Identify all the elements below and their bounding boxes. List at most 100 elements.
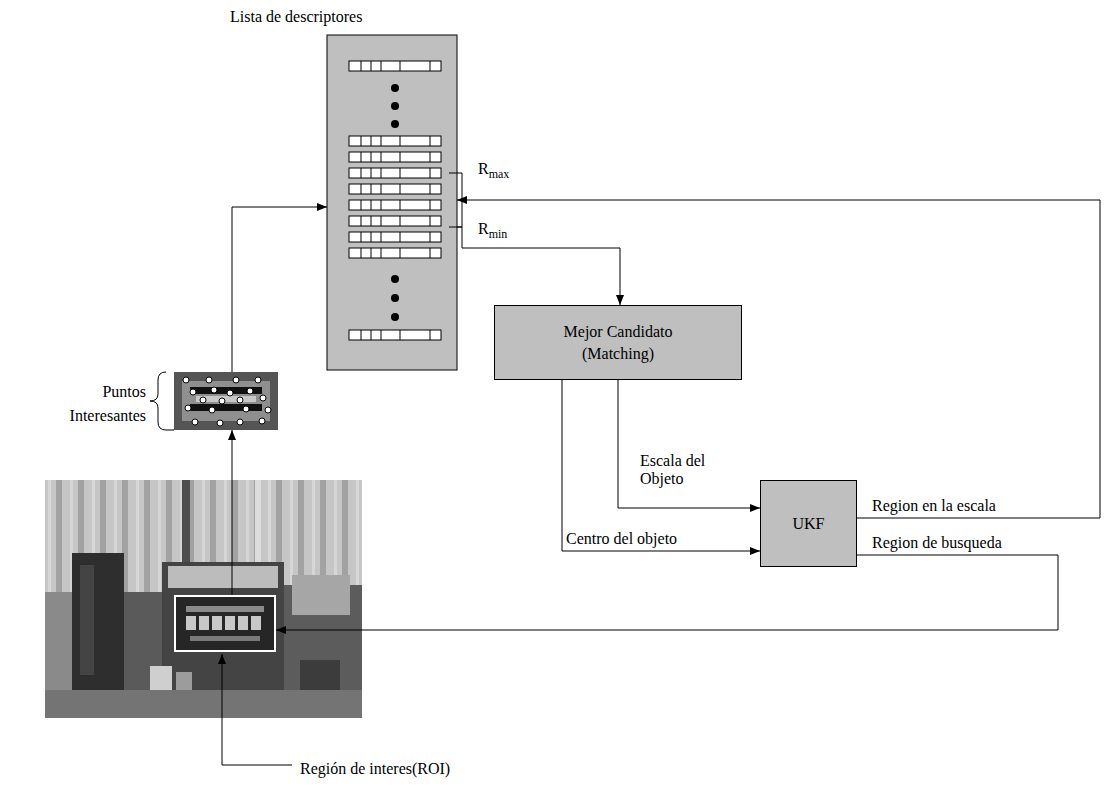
node-text: Puntos Interesantes [46, 380, 146, 428]
descriptor-row [371, 61, 372, 71]
interest-points [190, 389, 196, 395]
interest-points [247, 388, 253, 394]
camera-photo [190, 636, 260, 641]
flow-arrow [457, 227, 620, 305]
keypoint-thumbnail-image [190, 404, 262, 411]
process-box: Mejor Candidato (Matching) [494, 305, 742, 380]
keypoint-thumbnail-image [196, 396, 256, 402]
camera-photo [45, 690, 362, 718]
camera-photo [186, 606, 264, 612]
interest-points [192, 419, 198, 425]
ellipsis-dots [391, 275, 399, 283]
descriptor-rows [349, 216, 441, 226]
descriptor-rows [349, 200, 441, 210]
descriptor-list-panel [327, 35, 457, 370]
flow-arrow [457, 200, 1100, 518]
interest-points [200, 397, 206, 403]
ellipsis-dots [391, 84, 399, 92]
flow-arrow [562, 380, 760, 551]
camera-photo [199, 616, 209, 630]
edge-label: Region en la escala [872, 497, 996, 515]
brace [150, 372, 174, 430]
interest-points [185, 405, 191, 411]
ellipsis-dots [391, 84, 399, 321]
edge-label: Escala del Objeto [640, 452, 722, 488]
process-box: UKF [760, 480, 857, 567]
keypoint-thumbnail-image [190, 387, 262, 394]
interest-points [237, 397, 243, 403]
camera-photo [80, 565, 94, 675]
interest-points [219, 398, 225, 404]
interest-points [183, 377, 189, 383]
ellipsis-dots [391, 313, 399, 321]
keypoint-thumbnail: Puntos Interesantes [174, 372, 278, 430]
camera-photo [292, 575, 350, 615]
keypoint-thumbnail-image [174, 372, 278, 430]
interest-points [183, 377, 271, 426]
interest-points [259, 418, 265, 424]
descriptor-rows [349, 184, 441, 194]
flow-arrow [232, 430, 233, 595]
descriptor-row [400, 61, 401, 71]
camera-photo [238, 616, 248, 630]
interest-points [211, 387, 217, 393]
camera-photo [45, 480, 362, 718]
camera-photo [186, 616, 196, 630]
descriptor-row [430, 61, 431, 71]
descriptor-rows [349, 136, 441, 146]
descriptor-row [361, 61, 362, 71]
edge-label: Region de busqueda [872, 534, 1002, 552]
interest-points [260, 395, 266, 401]
ellipsis-dots [391, 120, 399, 128]
node-text: Mejor Candidato (Matching) [543, 321, 693, 365]
descriptor-rows [349, 168, 441, 178]
camera-photo [225, 616, 235, 630]
descriptor-rows [349, 232, 441, 242]
descriptor-row [381, 61, 382, 71]
camera-photo [212, 616, 222, 630]
edge-label: Centro del objeto [566, 530, 677, 548]
flow-arrow [276, 555, 1058, 630]
camera-photo [150, 666, 172, 690]
interest-points [233, 377, 239, 383]
ellipsis-dots [391, 102, 399, 110]
interest-points [255, 377, 261, 383]
camera-photo [251, 616, 261, 630]
range-label: Rmin [478, 220, 507, 243]
interest-points [217, 420, 223, 426]
keypoint-thumbnail-image [174, 372, 278, 430]
interest-points [265, 407, 271, 413]
interest-points [243, 406, 249, 412]
node-text: Lista de descriptores [230, 5, 362, 29]
camera-photo [176, 672, 192, 690]
node-text: Región de interes(ROI) [300, 757, 450, 781]
flow-arrow [232, 207, 327, 372]
descriptor-rows [349, 248, 441, 258]
range-label: Rmax [478, 160, 509, 183]
interest-points [206, 377, 212, 383]
camera-photo [176, 597, 274, 650]
keypoint-thumbnail-image [182, 381, 270, 421]
descriptor-row [349, 61, 441, 71]
camera-photo [168, 566, 278, 588]
interest-points [237, 419, 243, 425]
interest-points [227, 390, 233, 396]
ellipsis-dots [391, 294, 399, 302]
camera-photo [255, 480, 261, 570]
descriptor-rows [349, 330, 441, 340]
leader-line [222, 654, 292, 765]
descriptor-rows [349, 61, 441, 340]
descriptor-rows [349, 152, 441, 162]
descriptor-list: Lista de descriptores [327, 35, 457, 370]
roi-box: Región de interes(ROI) [174, 595, 276, 652]
camera-photo [72, 553, 124, 693]
node-text: UKF [792, 513, 824, 535]
descriptor-row [349, 61, 441, 71]
camera-photo [300, 660, 340, 690]
camera-photo [162, 562, 284, 690]
flow-arrow [618, 380, 760, 508]
camera-photo [45, 480, 362, 718]
